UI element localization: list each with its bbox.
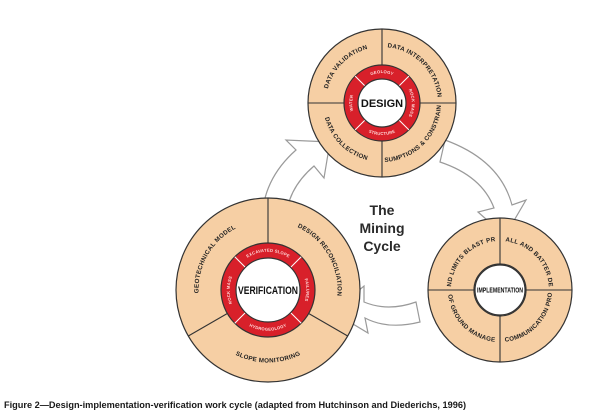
design-inner-divider xyxy=(398,119,410,131)
verification-inner-divider xyxy=(290,312,302,324)
implementation-center-label: IMPLEMENTATION xyxy=(477,286,523,295)
arrow-design-to-implementation xyxy=(439,139,528,237)
figure-caption: Figure 2—Design-implementation-verificat… xyxy=(4,400,467,410)
verification-inner-divider xyxy=(234,312,246,324)
design-inner-label: STRUCTURE xyxy=(368,129,396,137)
verification-inner-label: FAILURES xyxy=(304,278,311,302)
design-center-disc xyxy=(357,78,407,128)
design-inner-label: GEOLOGY xyxy=(370,69,395,76)
verification-segment-divider xyxy=(188,313,228,337)
design-center-label: DESIGN xyxy=(361,98,403,110)
verification-inner-divider xyxy=(290,256,302,268)
design-inner-divider xyxy=(354,119,366,131)
verification-center-disc xyxy=(235,257,301,323)
cycle-title-line-3: Cycle xyxy=(363,238,401,254)
verification-segment-divider xyxy=(308,313,348,337)
design-inner-divider xyxy=(354,75,366,87)
design-inner-label: WATER xyxy=(348,94,354,111)
cycle-title-line-2: Mining xyxy=(359,220,404,236)
verification-inner-label: HYDROGEOLOGY xyxy=(249,323,287,332)
implementation-center-disc xyxy=(474,264,526,316)
verification-inner-divider xyxy=(234,256,246,268)
design-inner-divider xyxy=(398,75,410,87)
cycle-title-line-1: The xyxy=(370,202,395,218)
verification-inner-label: ROCK MASS xyxy=(226,275,233,304)
verification-center-label: VERIFICATION xyxy=(238,285,298,297)
design-inner-label: ROCK MASS xyxy=(408,88,416,118)
